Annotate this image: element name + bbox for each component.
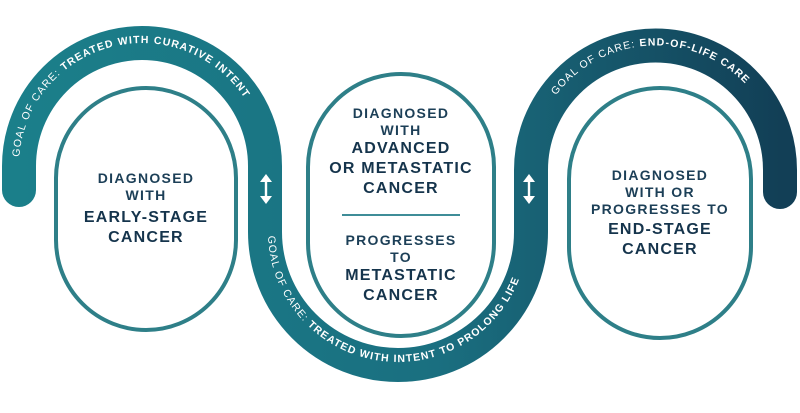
double-arrow-vertical-icon [523, 174, 535, 204]
card-advanced-bold-1: ADVANCED [351, 139, 451, 157]
card-end-line-2: WITH OR [625, 183, 695, 200]
card-advanced-metastatic: DIAGNOSED WITH ADVANCED OR METASTATIC CA… [306, 72, 496, 338]
card-end-line-1: DIAGNOSED [611, 166, 709, 183]
goal-of-care-band [2, 26, 797, 382]
card-advanced-bold-2: OR METASTATIC [329, 159, 473, 177]
double-arrow-vertical-icon [260, 174, 272, 204]
card-progresses-bold-1: METASTATIC [345, 266, 457, 284]
card-progresses-line-2: TO [390, 248, 412, 265]
card-progresses-bold-2: CANCER [363, 286, 439, 304]
card-progresses-line-1: PROGRESSES [345, 231, 457, 248]
card-advanced-bold-3: CANCER [363, 179, 439, 197]
card-early-line-1: DIAGNOSED [97, 170, 195, 186]
card-early-line-2: WITH [125, 187, 167, 203]
card-advanced-line-2: WITH [380, 121, 422, 138]
card-end-stage: DIAGNOSED WITH OR PROGRESSES TO END-STAG… [567, 86, 753, 340]
card-early-bold-1: EARLY-STAGE [83, 209, 209, 226]
card-end-bold-1: END-STAGE [608, 220, 712, 238]
card-end-line-3: PROGRESSES TO [590, 200, 729, 217]
card-early-bold-2: CANCER [108, 229, 184, 246]
card-advanced-line-1: DIAGNOSED [352, 104, 450, 121]
card-divider [342, 213, 460, 216]
card-end-bold-2: CANCER [622, 240, 698, 258]
card-early-stage: DIAGNOSED WITH EARLY-STAGE CANCER [54, 86, 238, 332]
